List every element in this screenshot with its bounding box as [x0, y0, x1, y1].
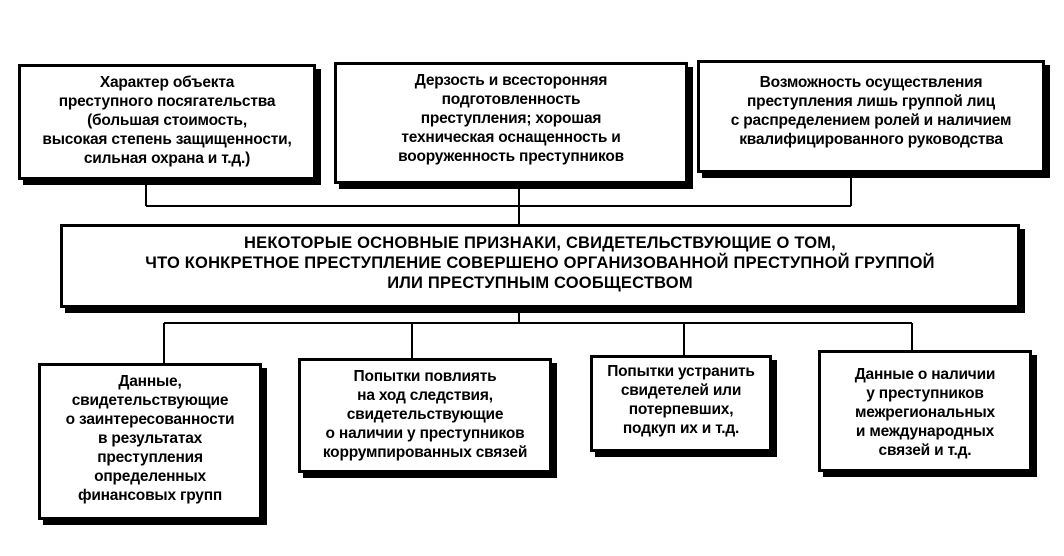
- text-line: техническая оснащенность и: [401, 129, 621, 146]
- text-line: ИЛИ ПРЕСТУПНЫМ СООБЩЕСТВОМ: [387, 274, 693, 292]
- text-line: подготовленность: [441, 91, 581, 108]
- box-text: Дерзость и всесторонняя подготовленность…: [398, 71, 624, 166]
- box-text: Попытки повлиять на ход следствия, свиде…: [322, 367, 528, 462]
- box-text: Попытки устранить свидетелей или потерпе…: [607, 362, 755, 438]
- text-line: потерпевших,: [628, 401, 734, 418]
- box-text: НЕКОТОРЫЕ ОСНОВНЫЕ ПРИЗНАКИ, СВИДЕТЕЛЬСТ…: [145, 233, 934, 293]
- text-line: Попытки устранить: [607, 363, 755, 380]
- text-line: межрегиональных: [854, 404, 995, 421]
- text-line: в результатах: [97, 430, 203, 447]
- box-boldness-preparation: Дерзость и всесторонняя подготовленность…: [334, 62, 688, 184]
- text-line: свидетельствующие: [71, 392, 229, 409]
- text-line: подкуп их и т.д.: [622, 420, 740, 437]
- text-line: сильная охрана и т.д.): [83, 150, 251, 167]
- box-center-title: НЕКОТОРЫЕ ОСНОВНЫЕ ПРИЗНАКИ, СВИДЕТЕЛЬСТ…: [60, 224, 1020, 308]
- text-line: преступного посягательства: [58, 93, 276, 110]
- text-line: Возможность осуществления: [759, 74, 983, 91]
- text-line: (большая стоимость,: [87, 112, 247, 129]
- text-line: Характер объекта: [99, 74, 235, 91]
- text-line: определенных: [94, 468, 206, 485]
- text-line: с распределением ролей и наличием: [730, 112, 1012, 129]
- text-line: Дерзость и всесторонняя: [414, 72, 608, 89]
- box-text: Возможность осуществления преступления л…: [731, 73, 1012, 149]
- box-witness-elimination: Попытки устранить свидетелей или потерпе…: [590, 355, 772, 452]
- text-line: преступления: [97, 449, 203, 466]
- box-text: Данные, свидетельствующие о заинтересова…: [66, 372, 235, 505]
- text-line: ЧТО КОНКРЕТНОЕ ПРЕСТУПЛЕНИЕ СОВЕРШЕНО ОР…: [145, 254, 935, 272]
- text-line: на ход следствия,: [357, 387, 493, 404]
- box-interregional-ties: Данные о наличии у преступников межрегио…: [818, 350, 1032, 472]
- text-line: связей и т.д.: [878, 442, 972, 459]
- box-financial-interest: Данные, свидетельствующие о заинтересова…: [38, 363, 262, 520]
- text-line: Попытки повлиять: [353, 368, 497, 385]
- text-line: свидетельствующие: [346, 406, 504, 423]
- text-line: преступления лишь группой лиц: [747, 93, 995, 110]
- text-line: высокая степень защищенности,: [42, 131, 292, 148]
- box-text: Данные о наличии у преступников межрегио…: [855, 365, 996, 460]
- box-text: Характер объекта преступного посягательс…: [42, 73, 291, 168]
- text-line: вооруженность преступников: [398, 148, 624, 165]
- box-object-nature: Характер объекта преступного посягательс…: [18, 64, 316, 180]
- text-line: НЕКОТОРЫЕ ОСНОВНЫЕ ПРИЗНАКИ, СВИДЕТЕЛЬСТ…: [244, 234, 836, 252]
- text-line: финансовых групп: [77, 487, 223, 504]
- box-corruption-ties: Попытки повлиять на ход следствия, свиде…: [298, 358, 552, 473]
- text-line: о наличии у преступников: [325, 425, 525, 442]
- text-line: квалифицированного руководства: [739, 131, 1003, 148]
- text-line: коррумпированных связей: [322, 444, 528, 461]
- text-line: у преступников: [866, 385, 984, 402]
- text-line: о заинтересованности: [65, 411, 235, 428]
- text-line: Данные о наличии: [854, 366, 996, 383]
- text-line: преступления; хорошая: [420, 110, 602, 127]
- text-line: Данные,: [118, 373, 182, 390]
- box-group-roles: Возможность осуществления преступления л…: [697, 60, 1045, 173]
- text-line: свидетелей или: [620, 382, 742, 399]
- text-line: и международных: [855, 423, 995, 440]
